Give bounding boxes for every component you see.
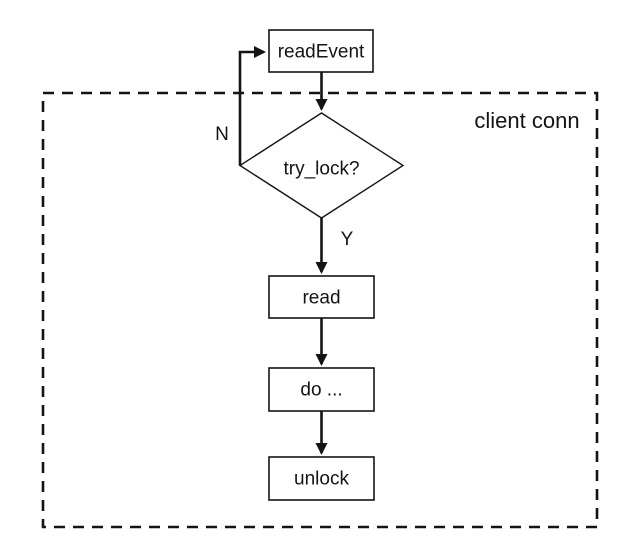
node-trylock: try_lock?: [238, 112, 405, 219]
node-readevent-box: [268, 29, 374, 73]
edge-label-no: N: [215, 124, 229, 145]
client-conn-boundary: [41, 91, 599, 529]
node-read-box: [268, 275, 375, 319]
node-unlock: unlock: [268, 456, 375, 501]
client-conn-label: client conn: [474, 108, 579, 133]
node-do: do ...: [268, 367, 375, 412]
node-do-label: do ...: [300, 380, 342, 401]
node-do-box: [268, 367, 375, 412]
arrow-trylock-loop-to-readevent: [238, 46, 266, 166]
node-readevent: readEvent: [268, 29, 374, 73]
node-read-label: read: [302, 288, 340, 309]
node-unlock-box: [268, 456, 375, 501]
node-trylock-label: try_lock?: [283, 159, 359, 180]
node-unlock-label: unlock: [294, 469, 349, 490]
node-readevent-label: readEvent: [278, 42, 365, 63]
node-read: read: [268, 275, 375, 319]
edge-label-yes: Y: [341, 229, 354, 250]
node-trylock-diamond: [238, 112, 405, 219]
